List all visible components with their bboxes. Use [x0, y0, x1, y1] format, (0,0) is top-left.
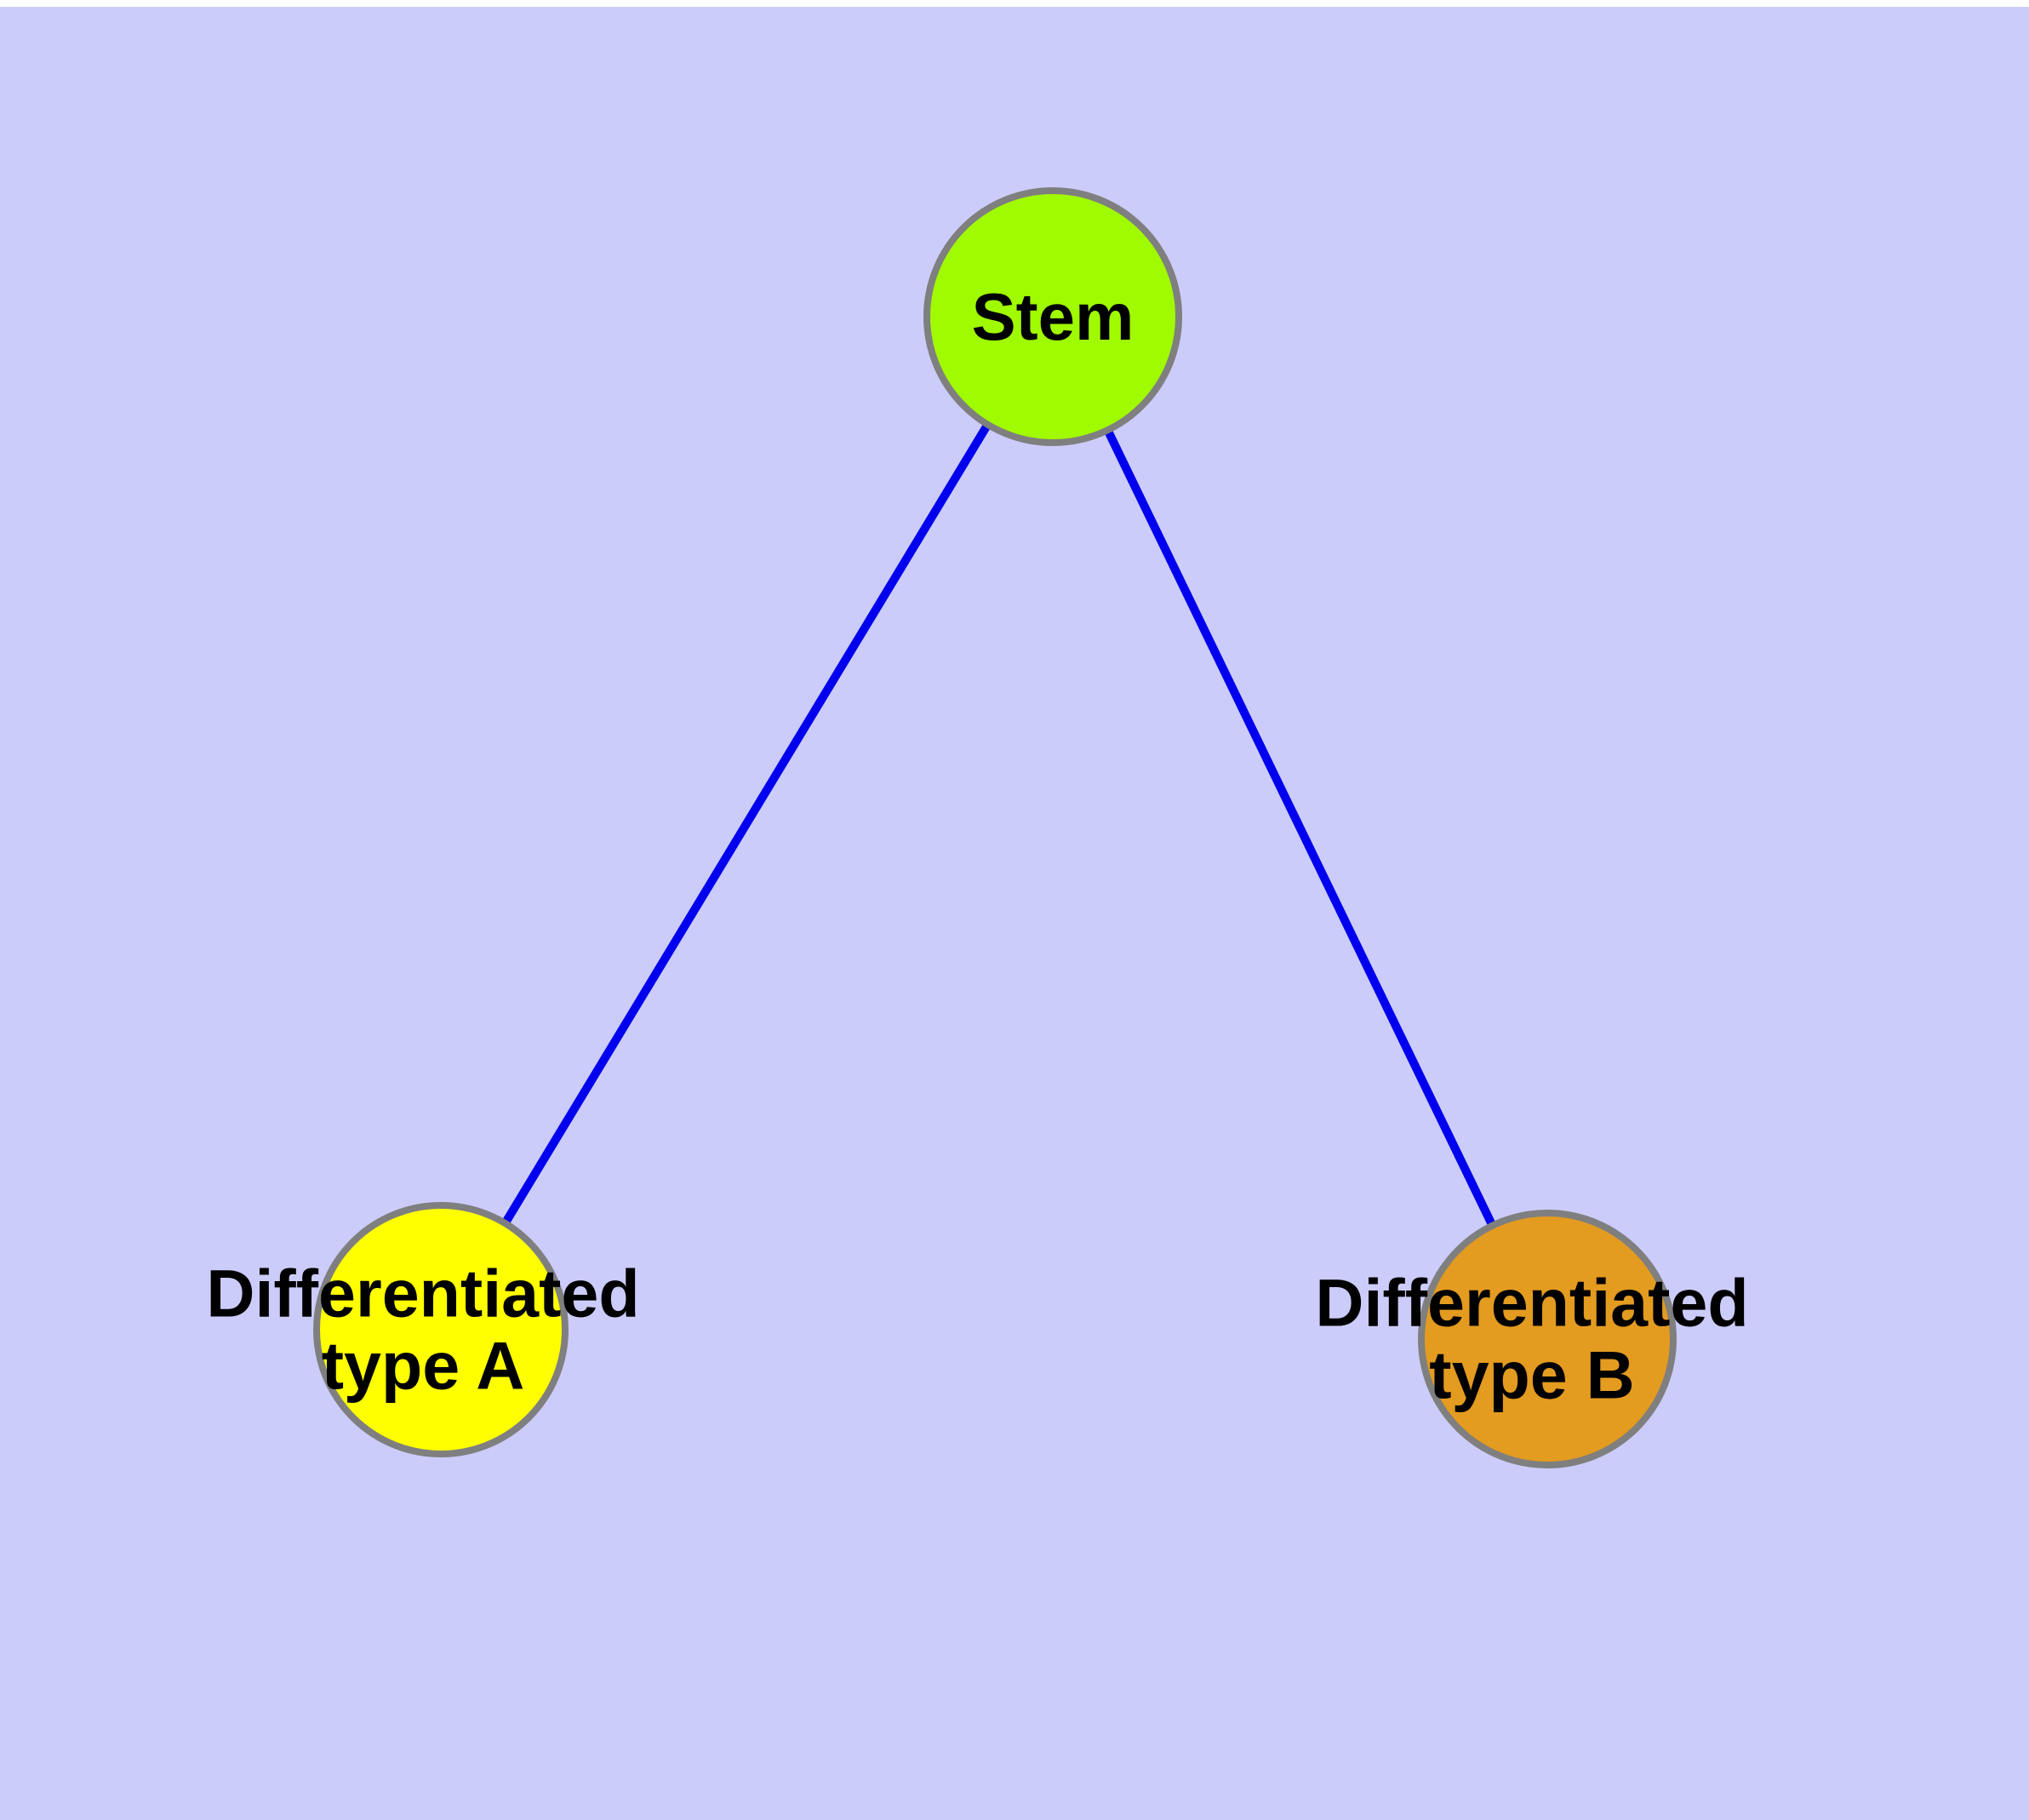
edge-stem-to-differentiated-type-b[interactable]: [1102, 425, 1498, 1231]
node-differentiated-type-a[interactable]: [313, 1202, 569, 1457]
edges-group: [500, 419, 1498, 1231]
edge-stem-to-differentiated-type-a[interactable]: [500, 419, 993, 1229]
nodes-group: [313, 187, 1677, 1468]
node-stem[interactable]: [923, 187, 1182, 446]
node-differentiated-type-b[interactable]: [1418, 1210, 1677, 1468]
